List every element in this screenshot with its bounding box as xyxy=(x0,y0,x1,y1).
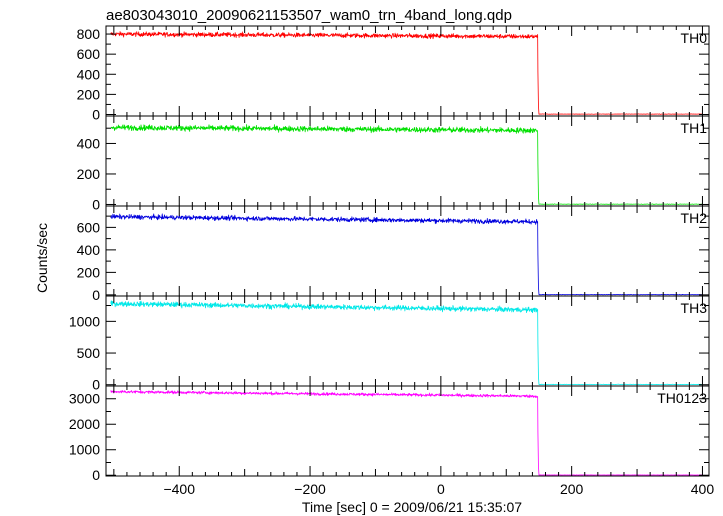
y-axis-label: Counts/sec xyxy=(34,223,50,293)
series-line-th1 xyxy=(110,124,703,205)
series-line-th0123 xyxy=(110,389,703,476)
y-tick-label: 0 xyxy=(92,196,100,212)
band-label-th3: TH3 xyxy=(681,300,708,316)
band-label-th0123: TH0123 xyxy=(657,390,707,406)
x-tick-label: 200 xyxy=(560,481,584,497)
x-tick-label: 400 xyxy=(691,481,715,497)
y-tick-label: 200 xyxy=(77,86,101,102)
y-tick-label: 800 xyxy=(77,26,101,42)
x-axis-label: Time [sec] 0 = 2009/06/21 15:35:07 xyxy=(302,499,522,515)
panel-th2: 0 200 400 600 TH2 xyxy=(77,205,710,303)
band-label-th2: TH2 xyxy=(681,210,708,226)
y-tick-label: 400 xyxy=(77,242,101,258)
y-tick-label: 1000 xyxy=(69,313,100,329)
y-tick-label: 200 xyxy=(77,166,101,182)
y-tick-label: 0 xyxy=(92,287,100,303)
panel-th0123: 0 1000 2000 3000 TH0123 xyxy=(69,385,710,483)
y-tick-label: 400 xyxy=(77,135,101,151)
panel-frame xyxy=(105,25,710,117)
x-tick-label: −200 xyxy=(294,481,326,497)
series-line-th0 xyxy=(110,31,703,115)
y-tick-label: 200 xyxy=(77,264,101,280)
series-line-th2 xyxy=(110,213,703,296)
y-tick-label: 3000 xyxy=(69,391,100,407)
y-tick-label: 1000 xyxy=(69,442,100,458)
x-tick-label: 0 xyxy=(437,481,445,497)
chart-title: ae803043010_20090621153507_wam0_trn_4ban… xyxy=(106,7,512,24)
y-tick-label: 600 xyxy=(77,46,101,62)
x-tick-label: −400 xyxy=(163,481,195,497)
y-tick-label: 2000 xyxy=(69,416,100,432)
band-label-th0: TH0 xyxy=(681,30,708,46)
series-line-th3 xyxy=(110,300,703,386)
y-tick-label: 400 xyxy=(77,66,101,82)
panel-th1: 0 200 400 TH1 xyxy=(77,115,710,212)
y-tick-label: 0 xyxy=(92,377,100,393)
y-tick-label: 600 xyxy=(77,219,101,235)
panel-th0: 0 200 400 600 800 TH0 xyxy=(77,25,710,122)
band-label-th1: TH1 xyxy=(681,120,708,136)
y-tick-label: 500 xyxy=(77,345,101,361)
y-tick-label: 0 xyxy=(92,467,100,483)
panel-th3: 0 500 1000 TH3 xyxy=(69,295,710,393)
y-tick-label: 0 xyxy=(92,106,100,122)
panel-frame xyxy=(105,385,710,477)
